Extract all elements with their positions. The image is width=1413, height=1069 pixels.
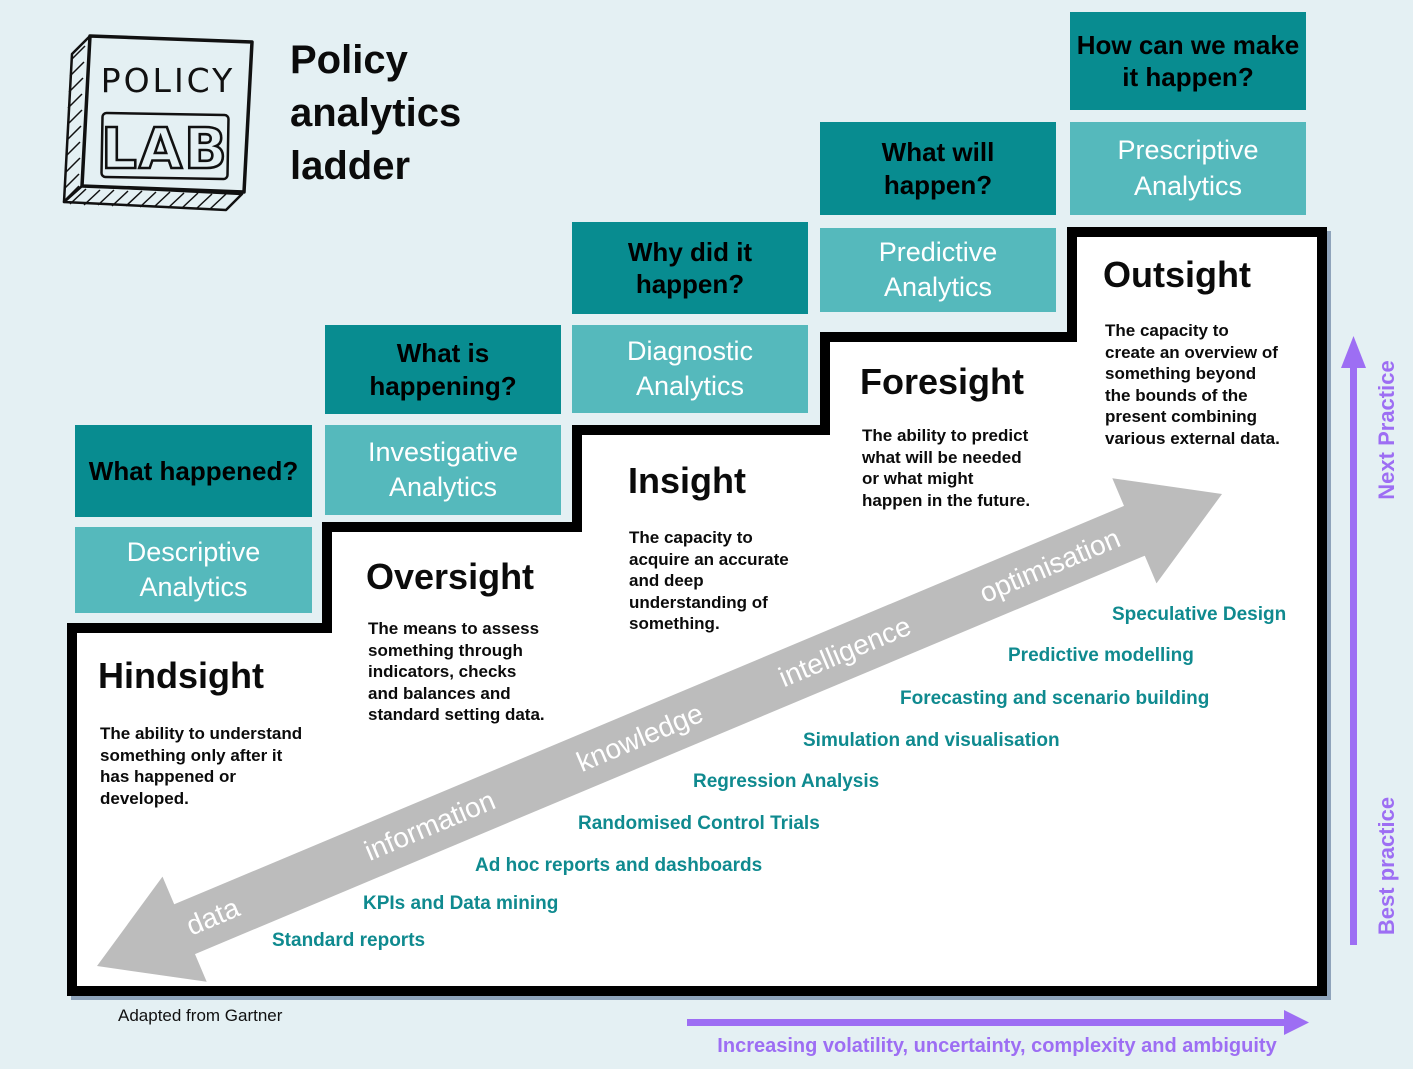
vuca-axis-label: Increasing volatility, uncertainty, comp… xyxy=(717,1035,1277,1057)
policy-lab-logo: POLICY LAB xyxy=(62,34,254,212)
step-heading-hindsight: Hindsight xyxy=(98,655,264,696)
question-box-oversight: What is happening? xyxy=(325,325,561,414)
analytics-box-investigative: Investigative Analytics xyxy=(325,425,561,515)
method-simulation-visualisation: Simulation and visualisation xyxy=(803,730,1060,751)
analytics-box-predictive: Predictive Analytics xyxy=(820,228,1056,312)
method-forecasting-scenario: Forecasting and scenario building xyxy=(900,688,1210,709)
step-description-foresight: The ability to predict what will be need… xyxy=(862,426,1031,510)
logo-lab-text: LAB xyxy=(101,117,229,182)
logo-hatch-left xyxy=(64,45,86,201)
step-heading-foresight: Foresight xyxy=(860,361,1025,402)
method-standard-reports: Standard reports xyxy=(272,930,426,951)
step-description-insight: The capacity to acquire an accurate and … xyxy=(629,528,789,633)
step-heading-insight: Insight xyxy=(628,460,746,501)
method-adhoc-reports: Ad hoc reports and dashboards xyxy=(475,855,763,876)
method-regression-analysis: Regression Analysis xyxy=(693,771,880,792)
staircase-outline xyxy=(67,227,1327,996)
step-description-outsight: The capacity to create an overview of so… xyxy=(1105,321,1280,448)
method-randomised-trials: Randomised Control Trials xyxy=(578,813,820,834)
vuca-axis-arrow xyxy=(687,1010,1309,1035)
step-description-hindsight: The ability to understand something only… xyxy=(100,724,303,808)
data-maturity-arrow xyxy=(97,478,1222,982)
page-title: Policy analytics ladder xyxy=(290,38,462,188)
next-practice-label: Next Practice xyxy=(1374,360,1399,500)
question-box-foresight: What will happen? xyxy=(820,122,1056,215)
analytics-box-prescriptive: Prescriptive Analytics xyxy=(1070,122,1306,215)
method-kpis-data-mining: KPIs and Data mining xyxy=(363,893,559,914)
method-predictive-modelling: Predictive modelling xyxy=(1008,645,1194,666)
step-description-oversight: The means to assess something through in… xyxy=(368,619,545,724)
step-heading-oversight: Oversight xyxy=(366,556,535,597)
method-speculative-design: Speculative Design xyxy=(1112,604,1287,625)
analytics-box-diagnostic: Diagnostic Analytics xyxy=(572,325,808,413)
logo-policy-text: POLICY xyxy=(101,61,236,100)
attribution-text: Adapted from Gartner xyxy=(118,1006,283,1025)
logo-hatch-bottom xyxy=(69,188,227,210)
question-box-outsight: How can we make it happen? xyxy=(1070,12,1306,110)
practice-axis-arrow xyxy=(1341,336,1366,945)
analytics-box-descriptive: Descriptive Analytics xyxy=(75,527,312,613)
step-heading-outsight: Outsight xyxy=(1103,254,1251,295)
question-box-insight: Why did it happen? xyxy=(572,222,808,314)
best-practice-label: Best practice xyxy=(1374,796,1399,936)
question-box-hindsight: What happened? xyxy=(75,425,312,517)
